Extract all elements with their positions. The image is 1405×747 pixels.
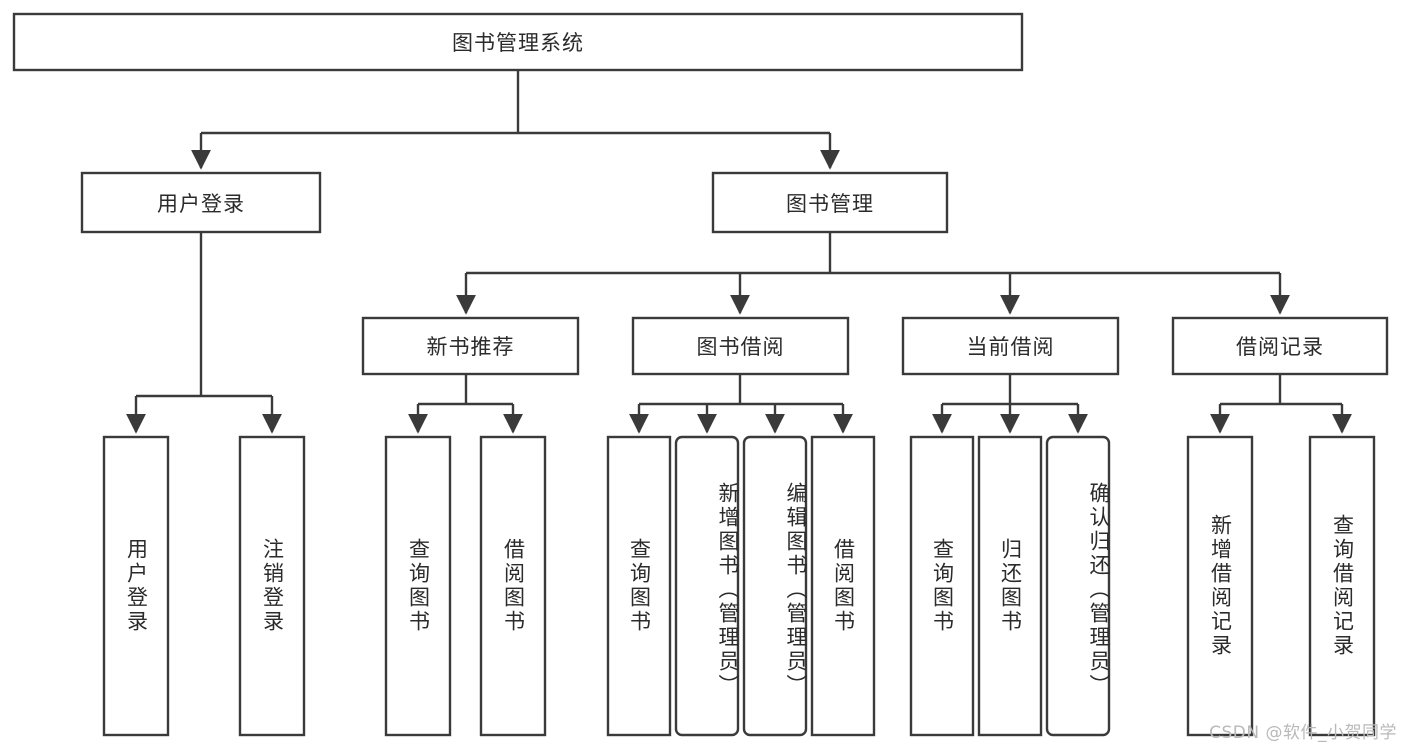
- node-box-leaf-add-record[interactable]: [1186, 435, 1254, 737]
- node-box-leaf-confirm-return[interactable]: [1045, 435, 1111, 737]
- node-box-new-book-rec[interactable]: [361, 316, 580, 376]
- node-box-leaf-user-login[interactable]: [102, 435, 170, 737]
- watermark-text: CSDN @软件_小贺同学: [1209, 723, 1397, 743]
- node-box-leaf-query-book-3[interactable]: [909, 435, 975, 737]
- node-box-book-manage[interactable]: [711, 171, 949, 234]
- node-box-current-borrow[interactable]: [901, 316, 1120, 376]
- node-box-leaf-user-logout[interactable]: [238, 435, 306, 737]
- node-box-root[interactable]: [12, 12, 1024, 72]
- node-box-leaf-query-record[interactable]: [1308, 435, 1376, 737]
- node-box-user-login[interactable]: [80, 171, 322, 234]
- node-box-leaf-query-book-1[interactable]: [384, 435, 452, 737]
- node-box-leaf-return-book[interactable]: [977, 435, 1043, 737]
- node-box-leaf-query-book-2[interactable]: [606, 435, 672, 737]
- node-box-borrow-record[interactable]: [1171, 316, 1389, 376]
- node-box-leaf-borrow-book-1[interactable]: [479, 435, 547, 737]
- node-box-leaf-borrow-book-2[interactable]: [810, 435, 876, 737]
- node-box-book-borrow[interactable]: [631, 316, 850, 376]
- node-box-leaf-add-book[interactable]: [674, 435, 740, 737]
- node-box-leaf-edit-book[interactable]: [742, 435, 808, 737]
